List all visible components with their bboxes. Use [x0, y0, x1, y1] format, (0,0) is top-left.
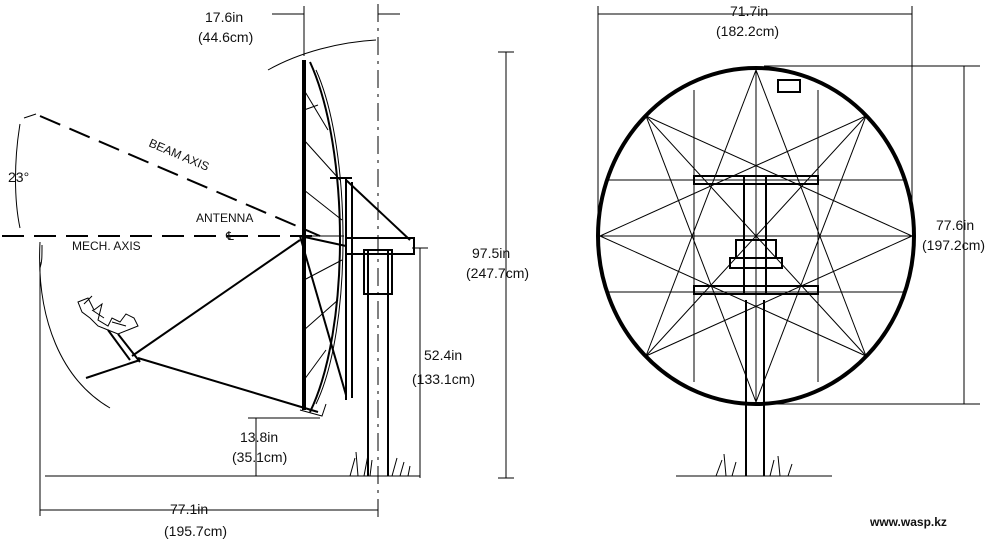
angle-arrow: [23, 113, 37, 119]
mech-axis-label: MECH. AXIS: [72, 239, 141, 253]
grass-side: [349, 451, 411, 477]
swing-arc: [39, 241, 111, 409]
front-view: 71.7in (182.2cm) 77.6in (197.2cm): [596, 3, 985, 477]
depth-in-label: 17.6in: [205, 9, 243, 25]
clearance-cm-label: (35.1cm): [232, 449, 287, 465]
grass-front: [715, 453, 793, 477]
dish-rim: [596, 66, 916, 406]
beam-axis-label: BEAM AXIS: [147, 136, 211, 174]
pivot-cm-label: (133.1cm): [412, 371, 475, 387]
credit-label: www.wasp.kz: [869, 515, 947, 529]
clearance-in-label: 13.8in: [240, 429, 278, 445]
antenna-label: ANTENNA: [196, 211, 253, 225]
angle-label: 23°: [8, 169, 29, 185]
span-in-label: 77.1in: [170, 501, 208, 517]
width-cm-label: (182.2cm): [716, 23, 779, 39]
width-in-label: 71.7in: [730, 3, 768, 19]
feed-horn: [77, 295, 139, 335]
dish-crossbars: [693, 175, 819, 295]
side-view: 23° BEAM AXIS ANTENNA ℄ MECH. AXIS 17.6i…: [2, 4, 529, 539]
span-cm-label: (195.7cm): [164, 523, 227, 539]
front-pole: [745, 300, 765, 476]
mount-bracket: [299, 177, 415, 400]
angle-arc: [15, 123, 21, 229]
pivot-in-label: 52.4in: [424, 347, 462, 363]
fheight-cm-label: (197.2cm): [922, 237, 985, 253]
fheight-in-label: 77.6in: [936, 217, 974, 233]
height-cm-label: (247.7cm): [466, 265, 529, 281]
centerline-symbol: ℄: [225, 229, 234, 243]
top-arc: [267, 39, 377, 71]
feed-arm: [85, 239, 319, 413]
height-in-label: 97.5in: [472, 245, 510, 261]
dish-badge: [777, 79, 801, 93]
depth-cm-label: (44.6cm): [198, 29, 253, 45]
dish-ribs: [599, 69, 913, 403]
beam-axis-line: [39, 115, 321, 237]
